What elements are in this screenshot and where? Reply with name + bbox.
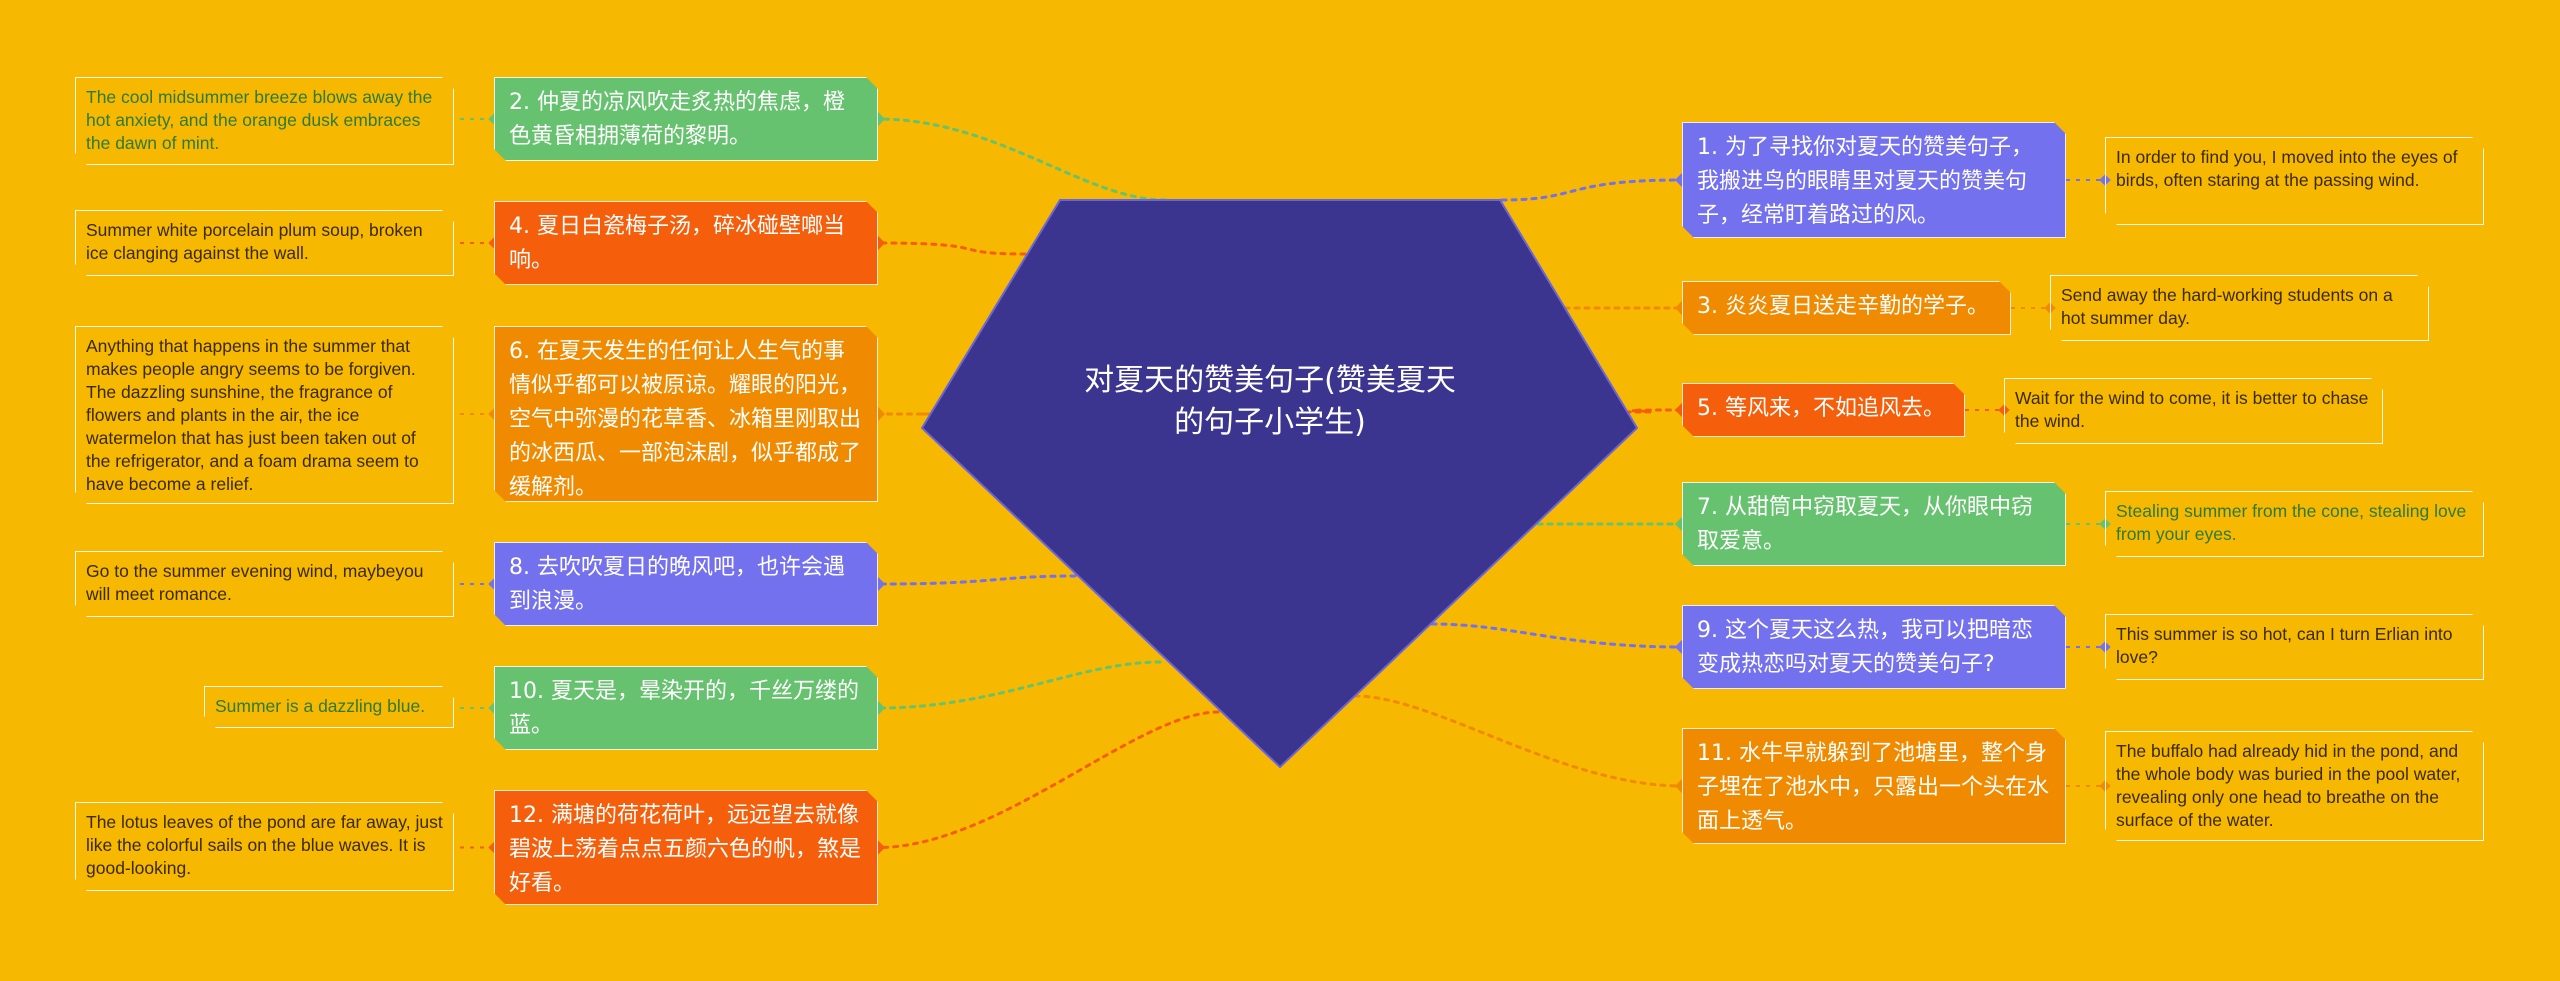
connector-b12 xyxy=(876,710,1220,849)
leaf-note-8[interactable]: Go to the summer evening wind, maybeyou … xyxy=(75,551,454,617)
leaf-note-1[interactable]: In order to find you, I moved into the e… xyxy=(2105,137,2484,225)
branch-node-6[interactable]: 6. 在夏天发生的任何让人生气的事情似乎都可以被原谅。耀眼的阳光，空气中弥漫的花… xyxy=(494,326,878,502)
branch-node-12[interactable]: 12. 满塘的荷花荷叶，远远望去就像碧波上荡着点点五颜六色的帆，煞是好看。 xyxy=(494,790,878,905)
connector-b9 xyxy=(1430,622,1684,649)
leaf-note-5[interactable]: Wait for the wind to come, it is better … xyxy=(2004,378,2383,444)
connector-b8 xyxy=(876,574,1077,586)
branch-node-11[interactable]: 11. 水牛早就躲到了池塘里，整个身子埋在了池水中，只露出一个头在水面上透气。 xyxy=(1682,728,2066,844)
branch-node-5[interactable]: 5. 等风来，不如追风去。 xyxy=(1682,383,1965,437)
branch-node-1[interactable]: 1. 为了寻找你对夏天的赞美句子，我搬进鸟的眼睛里对夏天的赞美句子，经常盯着路过… xyxy=(1682,122,2066,238)
branch-node-8[interactable]: 8. 去吹吹夏日的晚风吧，也许会遇到浪漫。 xyxy=(494,542,878,626)
branch-node-2[interactable]: 2. 仲夏的凉风吹走炙热的焦虑，橙色黄昏相拥薄荷的黎明。 xyxy=(494,77,878,161)
leaf-note-10[interactable]: Summer is a dazzling blue. xyxy=(204,686,454,728)
leaf-note-11[interactable]: The buffalo had already hid in the pond,… xyxy=(2105,731,2484,841)
branch-node-10[interactable]: 10. 夏天是，晕染开的，千丝万缕的蓝。 xyxy=(494,666,878,750)
leaf-note-3[interactable]: Send away the hard-working students on a… xyxy=(2050,275,2429,341)
branch-node-4[interactable]: 4. 夏日白瓷梅子汤，碎冰碰壁啷当响。 xyxy=(494,201,878,285)
leaf-note-12[interactable]: The lotus leaves of the pond are far awa… xyxy=(75,802,454,891)
branch-node-3[interactable]: 3. 炎炎夏日送走辛勤的学子。 xyxy=(1682,281,2011,335)
connector-b11 xyxy=(1353,694,1684,788)
branch-node-7[interactable]: 7. 从甜筒中窃取夏天，从你眼中窃取爱意。 xyxy=(1682,482,2066,566)
connector-b1 xyxy=(1500,178,1684,202)
leaf-note-7[interactable]: Stealing summer from the cone, stealing … xyxy=(2105,491,2484,557)
connector-b5 xyxy=(1624,408,1684,414)
leaf-note-6[interactable]: Anything that happens in the summer that… xyxy=(75,326,454,504)
connector-b2 xyxy=(876,117,1167,202)
connector-b10 xyxy=(876,660,1162,710)
center-topic-title[interactable]: 对夏天的赞美句子(赞美夏天的句子小学生) xyxy=(1084,363,1456,440)
branch-node-9[interactable]: 9. 这个夏天这么热，我可以把暗恋变成热恋吗对夏天的赞美句子? xyxy=(1682,605,2066,689)
leaf-note-4[interactable]: Summer white porcelain plum soup, broken… xyxy=(75,210,454,276)
leaf-note-9[interactable]: This summer is so hot, can I turn Erlian… xyxy=(2105,614,2484,680)
connector-b4 xyxy=(876,241,1027,256)
leaf-note-2[interactable]: The cool midsummer breeze blows away the… xyxy=(75,77,454,165)
